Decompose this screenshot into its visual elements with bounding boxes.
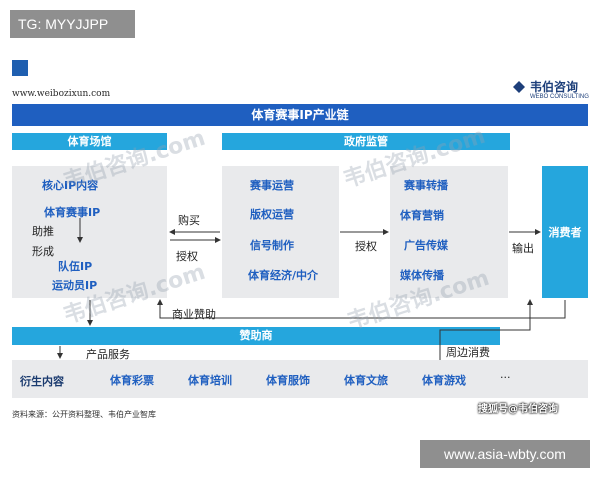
derived-label: 衍生内容: [20, 375, 64, 388]
event-broadcast: 赛事转播: [404, 179, 448, 192]
sports-event-ip: 体育赛事IP: [44, 206, 101, 219]
consumer-box: 消费者: [542, 166, 588, 298]
arrow-sponsorship: [157, 299, 566, 319]
sponsor-bar: 赞助商: [12, 327, 500, 345]
logo-sub: WEBO CONSULTING: [530, 94, 589, 100]
flow-license-2: 授权: [355, 240, 377, 253]
brand-square: [12, 60, 28, 76]
core-ip-title: 核心IP内容: [42, 179, 99, 192]
logo-name: 韦伯咨询: [530, 80, 579, 94]
team-ip: 队伍IP: [58, 260, 93, 273]
flow-license-1: 授权: [176, 250, 198, 263]
derived-panel: [12, 360, 588, 398]
sports-marketing: 体育营销: [400, 209, 444, 222]
section-venue: 体育场馆: [12, 133, 167, 150]
athlete-ip: 运动员IP: [52, 279, 98, 292]
ad-media: 广告传媒: [404, 239, 448, 252]
site-url: www.weibozixun.com: [12, 89, 111, 99]
diagram-title: 体育赛事IP产业链: [12, 104, 588, 126]
event-ops: 赛事运营: [250, 179, 294, 192]
flow-peripheral: 周边消费: [446, 346, 490, 359]
bottom-tag: www.asia-wbty.com: [420, 440, 590, 468]
consumer-label: 消费者: [548, 226, 582, 239]
derived-apparel: 体育服饰: [266, 374, 310, 387]
flow-output: 输出: [512, 242, 534, 255]
logo-icon: [513, 81, 525, 93]
signal-production: 信号制作: [250, 239, 294, 252]
distribution-panel: [390, 166, 508, 298]
ops-panel: [222, 166, 339, 298]
top-tag: TG: MYYJJPP: [10, 10, 135, 38]
arrow-peripheral: [439, 299, 533, 360]
derived-games: 体育游戏: [422, 374, 466, 387]
derived-tourism: 体育文旅: [344, 374, 388, 387]
form-label: 形成: [32, 245, 54, 258]
flow-product-service: 产品服务: [86, 348, 130, 361]
media-spread: 媒体传播: [400, 269, 444, 282]
flow-buy: 购买: [178, 214, 200, 227]
sports-agency: 体育经济/中介: [248, 269, 319, 282]
boost-label: 助推: [32, 225, 54, 238]
derived-lottery: 体育彩票: [110, 374, 154, 387]
source-note: 资料来源：公开资料整理、韦伯产业智库: [12, 410, 156, 419]
copyright-ops: 版权运营: [250, 208, 294, 221]
derived-training: 体育培训: [188, 374, 232, 387]
section-government: 政府监管: [222, 133, 510, 150]
derived-more: ...: [500, 368, 511, 381]
sohu-watermark: 搜狐号@韦伯咨询: [478, 404, 558, 415]
core-ip-panel: [12, 166, 167, 298]
